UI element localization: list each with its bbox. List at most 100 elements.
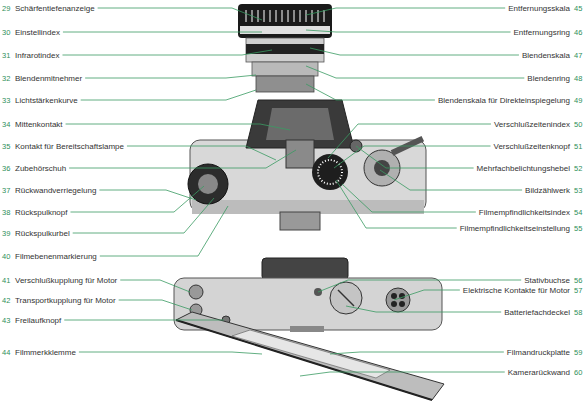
part-label: Rückspulknopf: [15, 208, 67, 217]
part-label: Verschlußzeitenknopf: [494, 142, 571, 151]
leader-line: [330, 352, 504, 354]
part-label: Mittenkontakt: [15, 120, 63, 129]
part-label: Einstellindex: [15, 28, 60, 37]
leader-line: [85, 75, 256, 78]
callout-number: 41: [2, 276, 10, 285]
callout-number: 38: [2, 208, 10, 217]
part-label: Entfernungsskala: [508, 4, 570, 13]
part-label: Verschlußkupplung für Motor: [15, 276, 117, 285]
lens-drawing: [238, 4, 332, 92]
callout-number: 31: [2, 51, 10, 60]
leader-line: [81, 90, 256, 100]
back-door-drawing: [176, 312, 444, 400]
leader-line: [300, 372, 505, 376]
callout-number: 46: [574, 28, 582, 37]
leader-line: [62, 50, 272, 55]
part-label: Infrarotindex: [15, 51, 59, 60]
part-label: Verschlußzeitenindex: [494, 120, 570, 129]
leader-line: [334, 146, 491, 168]
callout-number: 37: [2, 186, 10, 195]
callout-number: 53: [574, 186, 582, 195]
callout-number: 51: [574, 142, 582, 151]
callout-number: 43: [2, 316, 10, 325]
part-label: Entfernungsring: [514, 28, 570, 37]
leader-line: [306, 84, 435, 100]
part-label: Transportkupplung für Motor: [15, 296, 116, 305]
callout-number: 47: [574, 51, 582, 60]
callout-number: 60: [574, 368, 582, 377]
leader-line: [119, 300, 192, 310]
callout-number: 35: [2, 142, 10, 151]
callout-number: 42: [2, 296, 10, 305]
leader-line: [394, 290, 460, 300]
part-label: Filmempfindlichkeitsindex: [479, 208, 570, 217]
callout-number: 54: [574, 208, 582, 217]
callout-number: 55: [574, 224, 582, 233]
part-label: Filmandruckplatte: [507, 348, 570, 357]
part-label: Blendenskala für Direkteinspiegelung: [438, 96, 570, 105]
part-label: Blendenmitnehmer: [15, 74, 82, 83]
callout-number: 45: [574, 4, 582, 13]
part-label: Blendenskala: [522, 51, 570, 60]
part-label: Blendenring: [527, 74, 570, 83]
part-label: Stativbuchse: [524, 276, 570, 285]
part-label: Filmmerkklemme: [15, 348, 76, 357]
leader-line: [63, 32, 262, 33]
callout-number: 48: [574, 74, 582, 83]
callout-number: 33: [2, 96, 10, 105]
leader-line: [306, 30, 511, 32]
callout-number: 56: [574, 276, 582, 285]
callout-number: 50: [574, 120, 582, 129]
leader-line: [100, 206, 228, 256]
leader-line: [380, 170, 522, 190]
part-label: Freilaufknopf: [15, 316, 61, 325]
leader-line: [98, 8, 262, 20]
part-label: Schärfentiefenanzeige: [15, 4, 95, 13]
leader-line: [120, 280, 190, 292]
part-label: Mehrfachbelichtungshebel: [477, 164, 570, 173]
callout-number: 39: [2, 229, 10, 238]
leader-line: [328, 124, 491, 158]
callout-number: 40: [2, 252, 10, 261]
leader-line: [306, 66, 524, 78]
part-label: Zubehörschuh: [15, 164, 66, 173]
callout-number: 36: [2, 164, 10, 173]
camera-top-drawing: [188, 100, 426, 230]
callout-number: 52: [574, 164, 582, 173]
callout-number: 34: [2, 120, 10, 129]
part-label: Rückwandverriegelung: [15, 186, 96, 195]
leader-line: [64, 320, 224, 321]
callout-number: 57: [574, 286, 582, 295]
leader-line: [127, 146, 276, 160]
part-label: Elektrische Kontakte für Motor: [463, 286, 570, 295]
leader-line: [356, 146, 474, 168]
part-label: Filmebenenmarkierung: [15, 252, 97, 261]
part-label: Kamerarückwand: [508, 368, 570, 377]
part-label: Batteriefachdeckel: [504, 308, 570, 317]
part-label: Lichtstärkenkurve: [15, 96, 78, 105]
leader-line: [69, 150, 296, 168]
part-label: Filmempfindlichkeitseinstellung: [460, 224, 570, 233]
leader-line: [346, 306, 501, 312]
leader-line: [342, 184, 476, 212]
callout-number: 32: [2, 74, 10, 83]
callout-number: 58: [574, 308, 582, 317]
callout-number: 44: [2, 348, 10, 357]
part-label: Rückspulkurbel: [15, 229, 70, 238]
leader-line: [336, 180, 457, 228]
callout-number: 29: [2, 4, 10, 13]
leader-line: [79, 352, 262, 354]
leader-line: [73, 198, 214, 233]
leader-line: [310, 48, 519, 55]
leader-line: [306, 8, 505, 15]
callout-number: 59: [574, 348, 582, 357]
part-label: Bildzählwerk: [525, 186, 570, 195]
leader-line: [99, 190, 196, 200]
callout-number: 30: [2, 28, 10, 37]
part-label: Kontakt für Bereitschaftslampe: [15, 142, 124, 151]
callout-number: 49: [574, 96, 582, 105]
leader-line: [66, 124, 290, 130]
